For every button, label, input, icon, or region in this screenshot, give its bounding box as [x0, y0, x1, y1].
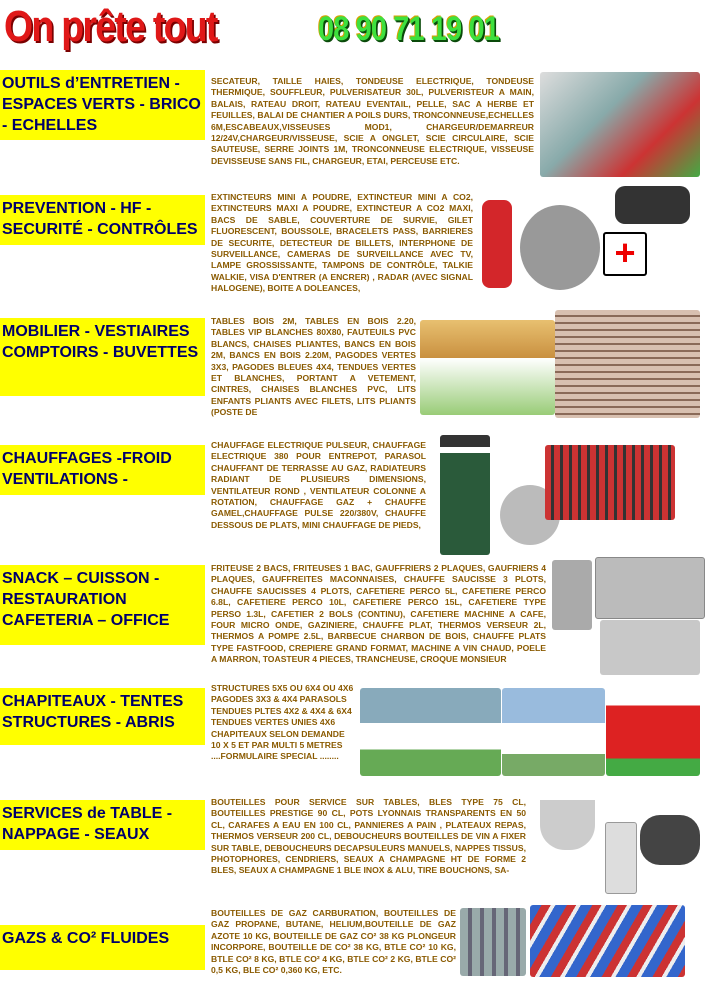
section-label-services: SERVICES de TABLE - NAPPAGE - SEAUX — [0, 800, 205, 850]
lamp-image — [520, 205, 600, 290]
ice-bucket-image — [540, 800, 595, 850]
first-aid-icon: + — [603, 232, 647, 276]
fryer-image — [600, 620, 700, 675]
benches-image — [555, 310, 700, 418]
phone-number: 08 90 71 19 01 — [318, 10, 500, 48]
microwave-image — [595, 557, 705, 619]
tools-image — [540, 72, 700, 177]
pitcher-image — [605, 822, 637, 894]
pagoda-image — [502, 688, 605, 776]
section-label-prevention: PREVENTION - HF - SECURITÉ - CONTRÔLES — [0, 195, 205, 245]
patio-heater-image — [440, 435, 490, 555]
section-text-services: BOUTEILLES POUR SERVICE SUR TABLES, BLES… — [211, 797, 526, 876]
section-text-mobilier: TABLES BOIS 2M, TABLES EN BOIS 2.20, TAB… — [211, 316, 416, 418]
sausage-warmer-image — [552, 560, 592, 630]
section-label-mobilier: MOBILIER - VESTIAIRES COMPTOIRS - BUVETT… — [0, 318, 205, 396]
section-text-prevention: EXTINCTEURS MINI A POUDRE, EXTINCTEUR MI… — [211, 192, 473, 294]
section-text-snack: FRITEUSE 2 BACS, FRITEUSES 1 BAC, GAUFFR… — [211, 563, 546, 665]
section-label-chauffages: CHAUFFAGES -FROID VENTILATIONS - — [0, 445, 205, 495]
section-text-chauffages: CHAUFFAGE ELECTRIQUE PULSEUR, CHAUFFAGE … — [211, 440, 426, 530]
extinguisher-image — [482, 200, 512, 288]
tent-image — [360, 688, 501, 776]
section-text-gaz: BOUTEILLES DE GAZ CARBURATION, BOUTEILLE… — [211, 908, 456, 976]
section-label-outils: OUTILS d’ENTRETIEN - ESPACES VERTS - BRI… — [0, 70, 205, 140]
floodlight-image — [615, 186, 690, 224]
flyer-title: On prête tout — [4, 2, 218, 51]
section-text-chapiteaux: STRUCTURES 5X5 OU 6X4 OU 4X6 PAGODES 3X3… — [211, 683, 354, 762]
tables-image — [420, 320, 555, 415]
co2-bottles-image — [530, 905, 685, 977]
red-canopy-image — [606, 688, 700, 776]
section-label-chapiteaux: CHAPITEAUX - TENTES STRUCTURES - ABRIS — [0, 688, 205, 745]
section-text-outils: SECATEUR, TAILLE HAIES, TONDEUSE ELECTRI… — [211, 76, 534, 166]
gas-bottles-image — [460, 908, 526, 976]
corkscrew-image — [640, 815, 700, 865]
radiant-heater-image — [545, 445, 675, 520]
section-label-gaz: GAZS & CO² FLUIDES — [0, 925, 205, 970]
section-label-snack: SNACK – CUISSON - RESTAURATION CAFETERIA… — [0, 565, 205, 645]
